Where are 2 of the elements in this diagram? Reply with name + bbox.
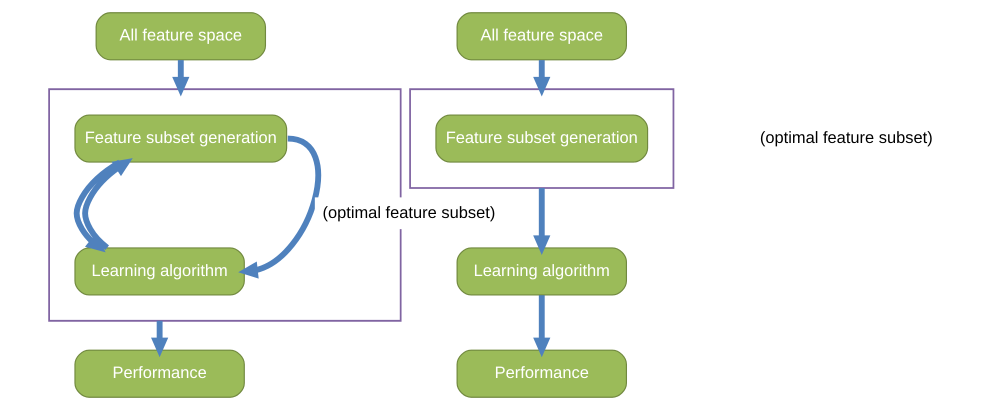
label: (optimal feature subset) xyxy=(759,128,932,147)
edge-label: (optimal feature subset) xyxy=(322,204,495,222)
